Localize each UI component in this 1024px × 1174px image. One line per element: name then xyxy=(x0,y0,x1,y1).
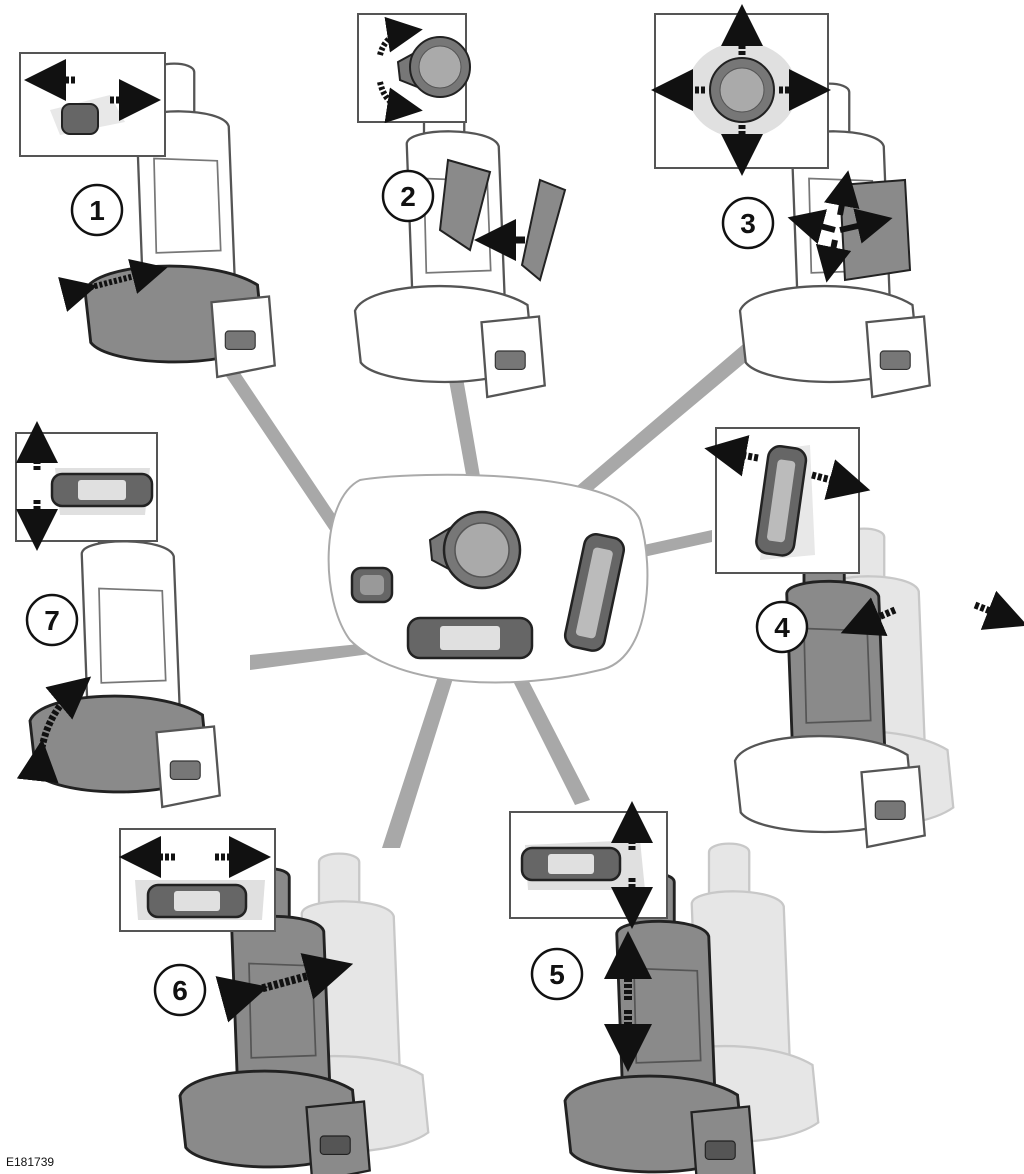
inset-box-2 xyxy=(357,13,471,124)
inset-box-6 xyxy=(119,828,276,932)
multi-function-rotary-icon xyxy=(428,510,522,590)
seat-4-backrest-recline xyxy=(733,527,1024,849)
inset-box-4 xyxy=(704,427,871,574)
fore-aft-arrow-icon xyxy=(215,953,354,1023)
callout-3-label: 3 xyxy=(740,208,756,239)
tilt-arrow-icon xyxy=(16,676,92,784)
seat-3-lumbar-4-way xyxy=(738,82,931,399)
seat-2-lumbar xyxy=(353,82,567,399)
callout-1: 1 xyxy=(70,183,124,237)
figure-reference-code: E181739 xyxy=(6,1155,55,1169)
central-control-cluster xyxy=(327,473,649,684)
recline-arrow-forward-icon xyxy=(840,597,897,637)
recline-arrow-back-icon xyxy=(973,590,1024,630)
callout-5-label: 5 xyxy=(549,959,565,990)
seat-5-seat-height xyxy=(563,842,820,1174)
lumbar-pad-left-icon xyxy=(438,158,492,252)
callout-7: 7 xyxy=(25,593,79,647)
callout-7-label: 7 xyxy=(44,605,60,636)
fore-aft-arrow-icon xyxy=(58,259,168,312)
four-way-arrow-icon xyxy=(787,170,893,283)
callout-2-label: 2 xyxy=(400,181,416,212)
seat-1-cushion-fore-aft xyxy=(58,62,277,379)
callout-5: 5 xyxy=(530,947,584,1001)
callout-4-label: 4 xyxy=(774,612,790,643)
callout-6-label: 6 xyxy=(172,975,188,1006)
inset-box-5 xyxy=(509,801,668,929)
callout-2: 2 xyxy=(381,169,435,223)
lumbar-pad-right-icon xyxy=(520,178,567,282)
callout-3: 3 xyxy=(721,196,775,250)
seat-6-seat-fore-aft xyxy=(178,852,430,1174)
callout-6: 6 xyxy=(153,963,207,1017)
inset-box-3 xyxy=(651,4,831,176)
seat-7-cushion-tilt xyxy=(16,492,222,809)
inset-box-7 xyxy=(15,421,158,551)
callout-4: 4 xyxy=(755,600,809,654)
backrest-switch-icon xyxy=(563,533,626,652)
inset-box-1 xyxy=(19,52,166,157)
callout-1-label: 1 xyxy=(89,195,105,226)
